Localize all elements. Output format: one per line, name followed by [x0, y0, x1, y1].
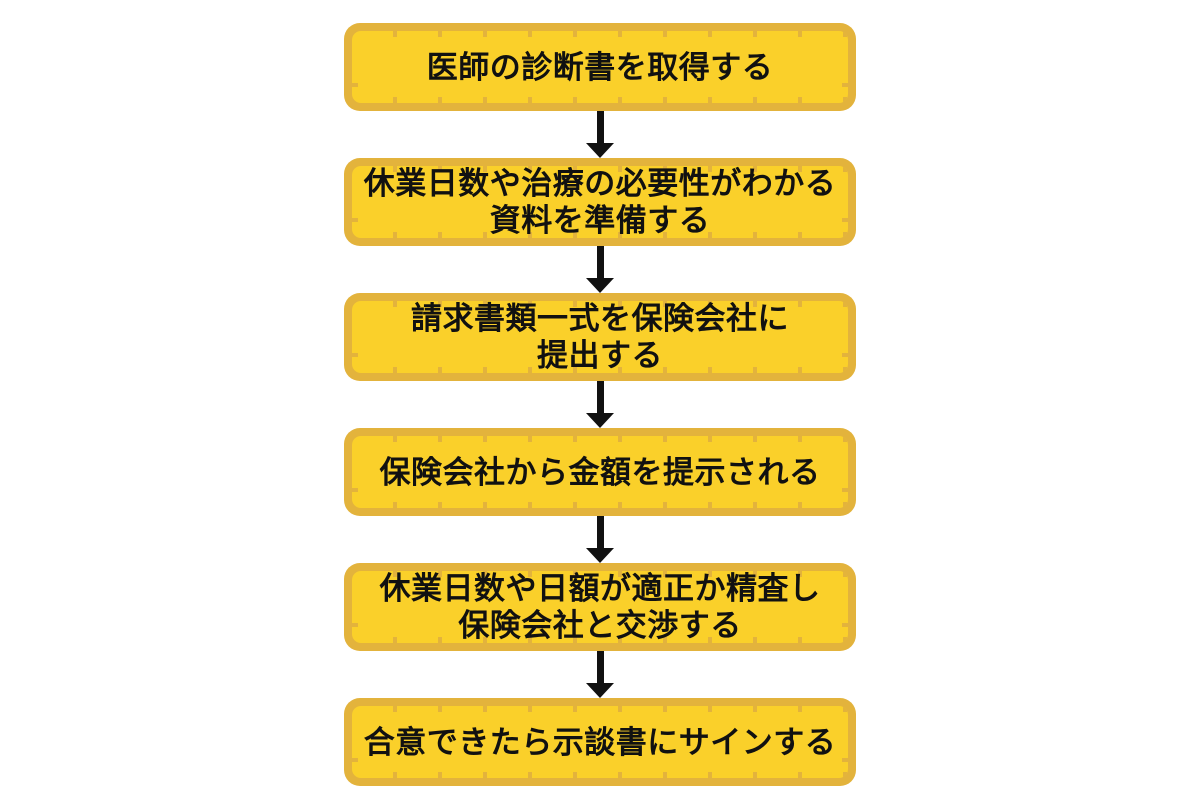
stitch-tick-icon [842, 218, 848, 222]
arrow-shaft [596, 516, 604, 548]
flow-step-2: 休業日数や治療の必要性がわかる 資料を準備する [344, 158, 856, 246]
step-4-line-1: 保険会社から金額を提示される [379, 454, 821, 490]
flow-step-1: 医師の診断書を取得する [344, 23, 856, 111]
arrow-shaft [596, 111, 604, 143]
arrow-shaft [596, 246, 604, 278]
step-2-line-2: 資料を準備する [489, 203, 711, 238]
down-arrow-1 [586, 111, 614, 158]
arrow-head-icon [586, 278, 614, 293]
arrow-head-icon [586, 548, 614, 563]
down-arrow-3 [586, 381, 614, 428]
stitch-tick-icon [352, 623, 358, 627]
stitch-tick-icon [352, 488, 358, 492]
down-arrow-4 [586, 516, 614, 563]
step-2-text: 休業日数や治療の必要性がわかる 資料を準備する [364, 166, 837, 238]
down-arrow-2 [586, 246, 614, 293]
flow-step-3-inner: 請求書類一式を保険会社に 提出する [352, 301, 848, 373]
flow-step-5: 休業日数や日額が適正か精査し 保険会社と交渉する [344, 563, 856, 651]
step-5-text: 休業日数や日額が適正か精査し 保険会社と交渉する [380, 571, 821, 643]
flow-step-5-inner: 休業日数や日額が適正か精査し 保険会社と交渉する [352, 571, 848, 643]
arrow-shaft [596, 381, 604, 413]
stitch-tick-icon [352, 758, 358, 762]
stitch-tick-icon [842, 758, 848, 762]
step-5-line-2: 保険会社と交渉する [458, 608, 742, 643]
stitch-tick-icon [842, 623, 848, 627]
step-6-line-1: 合意できたら示談書にサインする [363, 724, 837, 760]
stitch-tick-icon [842, 83, 848, 87]
step-4-text: 保険会社から金額を提示される [380, 454, 821, 491]
stitch-tick-icon [842, 353, 848, 357]
flow-step-4: 保険会社から金額を提示される [344, 428, 856, 516]
step-5-line-1: 休業日数や日額が適正か精査し [379, 571, 821, 606]
arrow-head-icon [586, 413, 614, 428]
arrow-head-icon [586, 683, 614, 698]
step-3-text: 請求書類一式を保険会社に 提出する [411, 301, 789, 373]
flow-column: 医師の診断書を取得する 休業日数や治療の必要性がわかる 資料を準備する [344, 23, 856, 786]
flow-step-4-inner: 保険会社から金額を提示される [352, 436, 848, 508]
flow-step-6: 合意できたら示談書にサインする [344, 698, 856, 786]
stitch-tick-icon [842, 488, 848, 492]
step-1-text: 医師の診断書を取得する [427, 49, 774, 86]
stitch-tick-icon [352, 218, 358, 222]
stitch-tick-icon [352, 353, 358, 357]
step-3-line-1: 請求書類一式を保険会社に [411, 301, 789, 336]
flow-step-6-inner: 合意できたら示談書にサインする [352, 706, 848, 778]
arrow-shaft [596, 651, 604, 683]
step-2-line-1: 休業日数や治療の必要性がわかる [363, 166, 837, 201]
stitch-tick-icon [352, 83, 358, 87]
flow-step-1-inner: 医師の診断書を取得する [352, 31, 848, 103]
step-3-line-2: 提出する [537, 338, 663, 373]
step-6-text: 合意できたら示談書にサインする [364, 724, 837, 761]
arrow-head-icon [586, 143, 614, 158]
down-arrow-5 [586, 651, 614, 698]
flow-step-3: 請求書類一式を保険会社に 提出する [344, 293, 856, 381]
step-1-line-1: 医師の診断書を取得する [426, 49, 774, 85]
flow-step-2-inner: 休業日数や治療の必要性がわかる 資料を準備する [352, 166, 848, 238]
